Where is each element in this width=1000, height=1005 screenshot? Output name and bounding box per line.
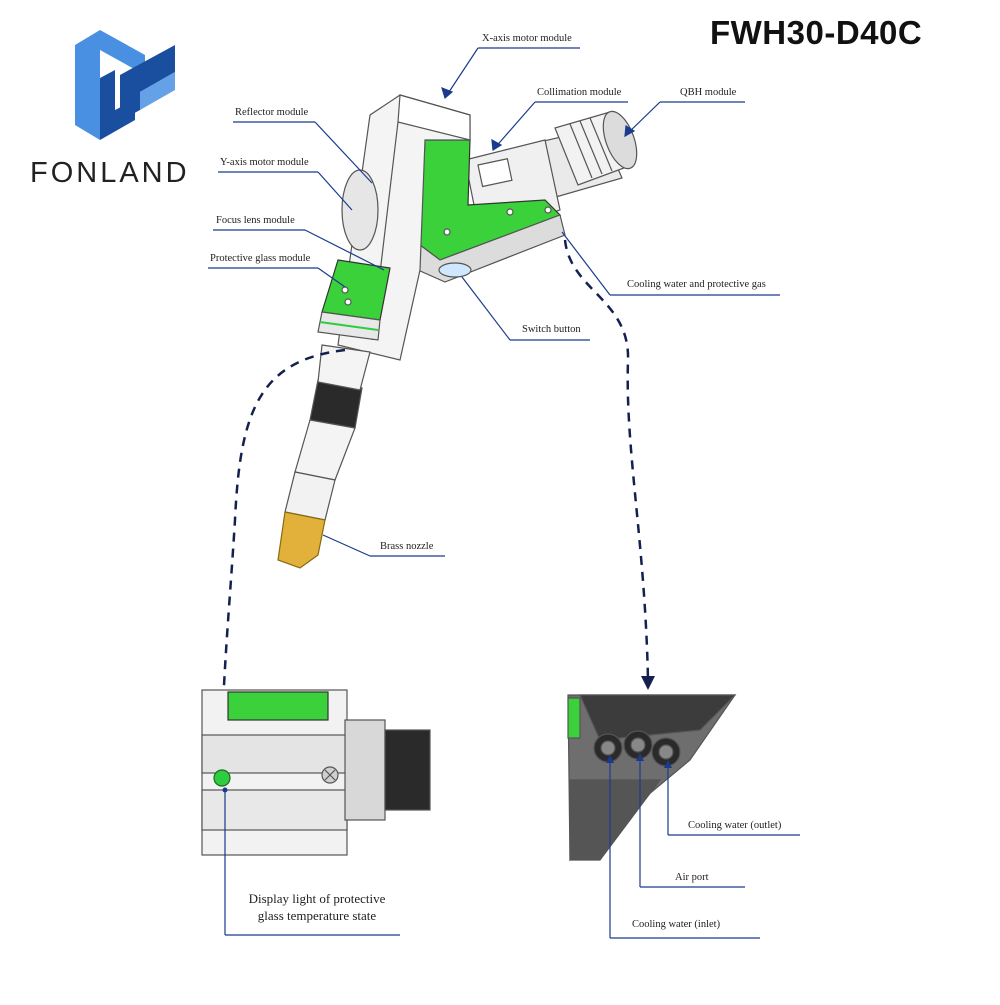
dashed-arrow-right-icon (641, 676, 655, 690)
welding-head-illustration (277, 94, 638, 569)
fonland-logo-icon (75, 30, 175, 140)
label-switch-button: Switch button (522, 324, 581, 335)
label-collimation: Collimation module (537, 87, 622, 98)
label-reflector: Reflector module (235, 107, 309, 118)
leader-ports (609, 758, 800, 939)
label-cooling-water-gas: Cooling water and protective gas (627, 279, 766, 290)
label-brass-nozzle: Brass nozzle (380, 541, 434, 552)
label-focus-lens: Focus lens module (216, 215, 295, 226)
label-qbh: QBH module (680, 87, 737, 98)
leader-display-light (224, 790, 400, 936)
brand-name: FONLAND (30, 157, 190, 189)
detail-view-display-light (201, 689, 431, 856)
label-display-light: Display light of protective glass temper… (232, 890, 402, 924)
detail-view-ports (567, 694, 737, 862)
label-display-light-line1: Display light of protective (248, 891, 386, 906)
model-title: FWH30-D40C (710, 14, 923, 51)
label-cooling-inlet: Cooling water (inlet) (632, 919, 721, 930)
label-air-port: Air port (675, 872, 709, 883)
label-cooling-outlet: Cooling water (outlet) (688, 820, 782, 831)
label-display-light-line2: glass temperature state (257, 908, 377, 923)
label-protective-glass: Protective glass module (210, 253, 311, 264)
label-y-axis-motor: Y-axis motor module (220, 157, 309, 168)
leader-lines (208, 47, 780, 557)
label-x-axis-motor: X-axis motor module (482, 33, 572, 44)
dashed-callout-curves (220, 239, 650, 731)
